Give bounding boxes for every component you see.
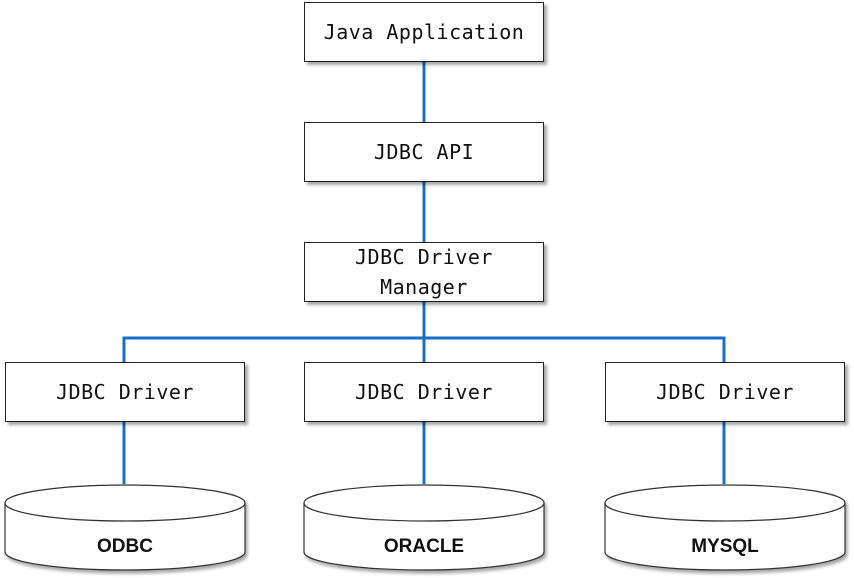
database-label-oracle: ORACLE [383,536,465,557]
database-label-mysql: MYSQL [691,536,759,557]
database-label-odbc: ODBC [97,536,153,557]
jdbc-driver-node: JDBC Driver [304,362,544,422]
java-application-node: Java Application [304,2,544,62]
jdbc-driver-node: JDBC Driver [605,362,845,422]
database-cylinder-icon [604,484,846,571]
jdbc-driver-manager-node: JDBC Driver Manager [304,242,544,302]
jdbc-driver-manager-label: JDBC Driver Manager [355,245,493,299]
java-application-label: Java Application [323,20,525,44]
jdbc-driver-label: JDBC Driver [656,380,794,404]
jdbc-api-node: JDBC API [304,122,544,182]
jdbc-driver-node: JDBC Driver [5,362,245,422]
jdbc-driver-label: JDBC Driver [355,380,493,404]
connector-driver-bus [122,336,726,362]
database-cylinder-icon [4,484,246,571]
jdbc-driver-label: JDBC Driver [56,380,194,404]
jdbc-api-label: JDBC API [373,140,475,164]
database-cylinder-icon [303,484,545,571]
